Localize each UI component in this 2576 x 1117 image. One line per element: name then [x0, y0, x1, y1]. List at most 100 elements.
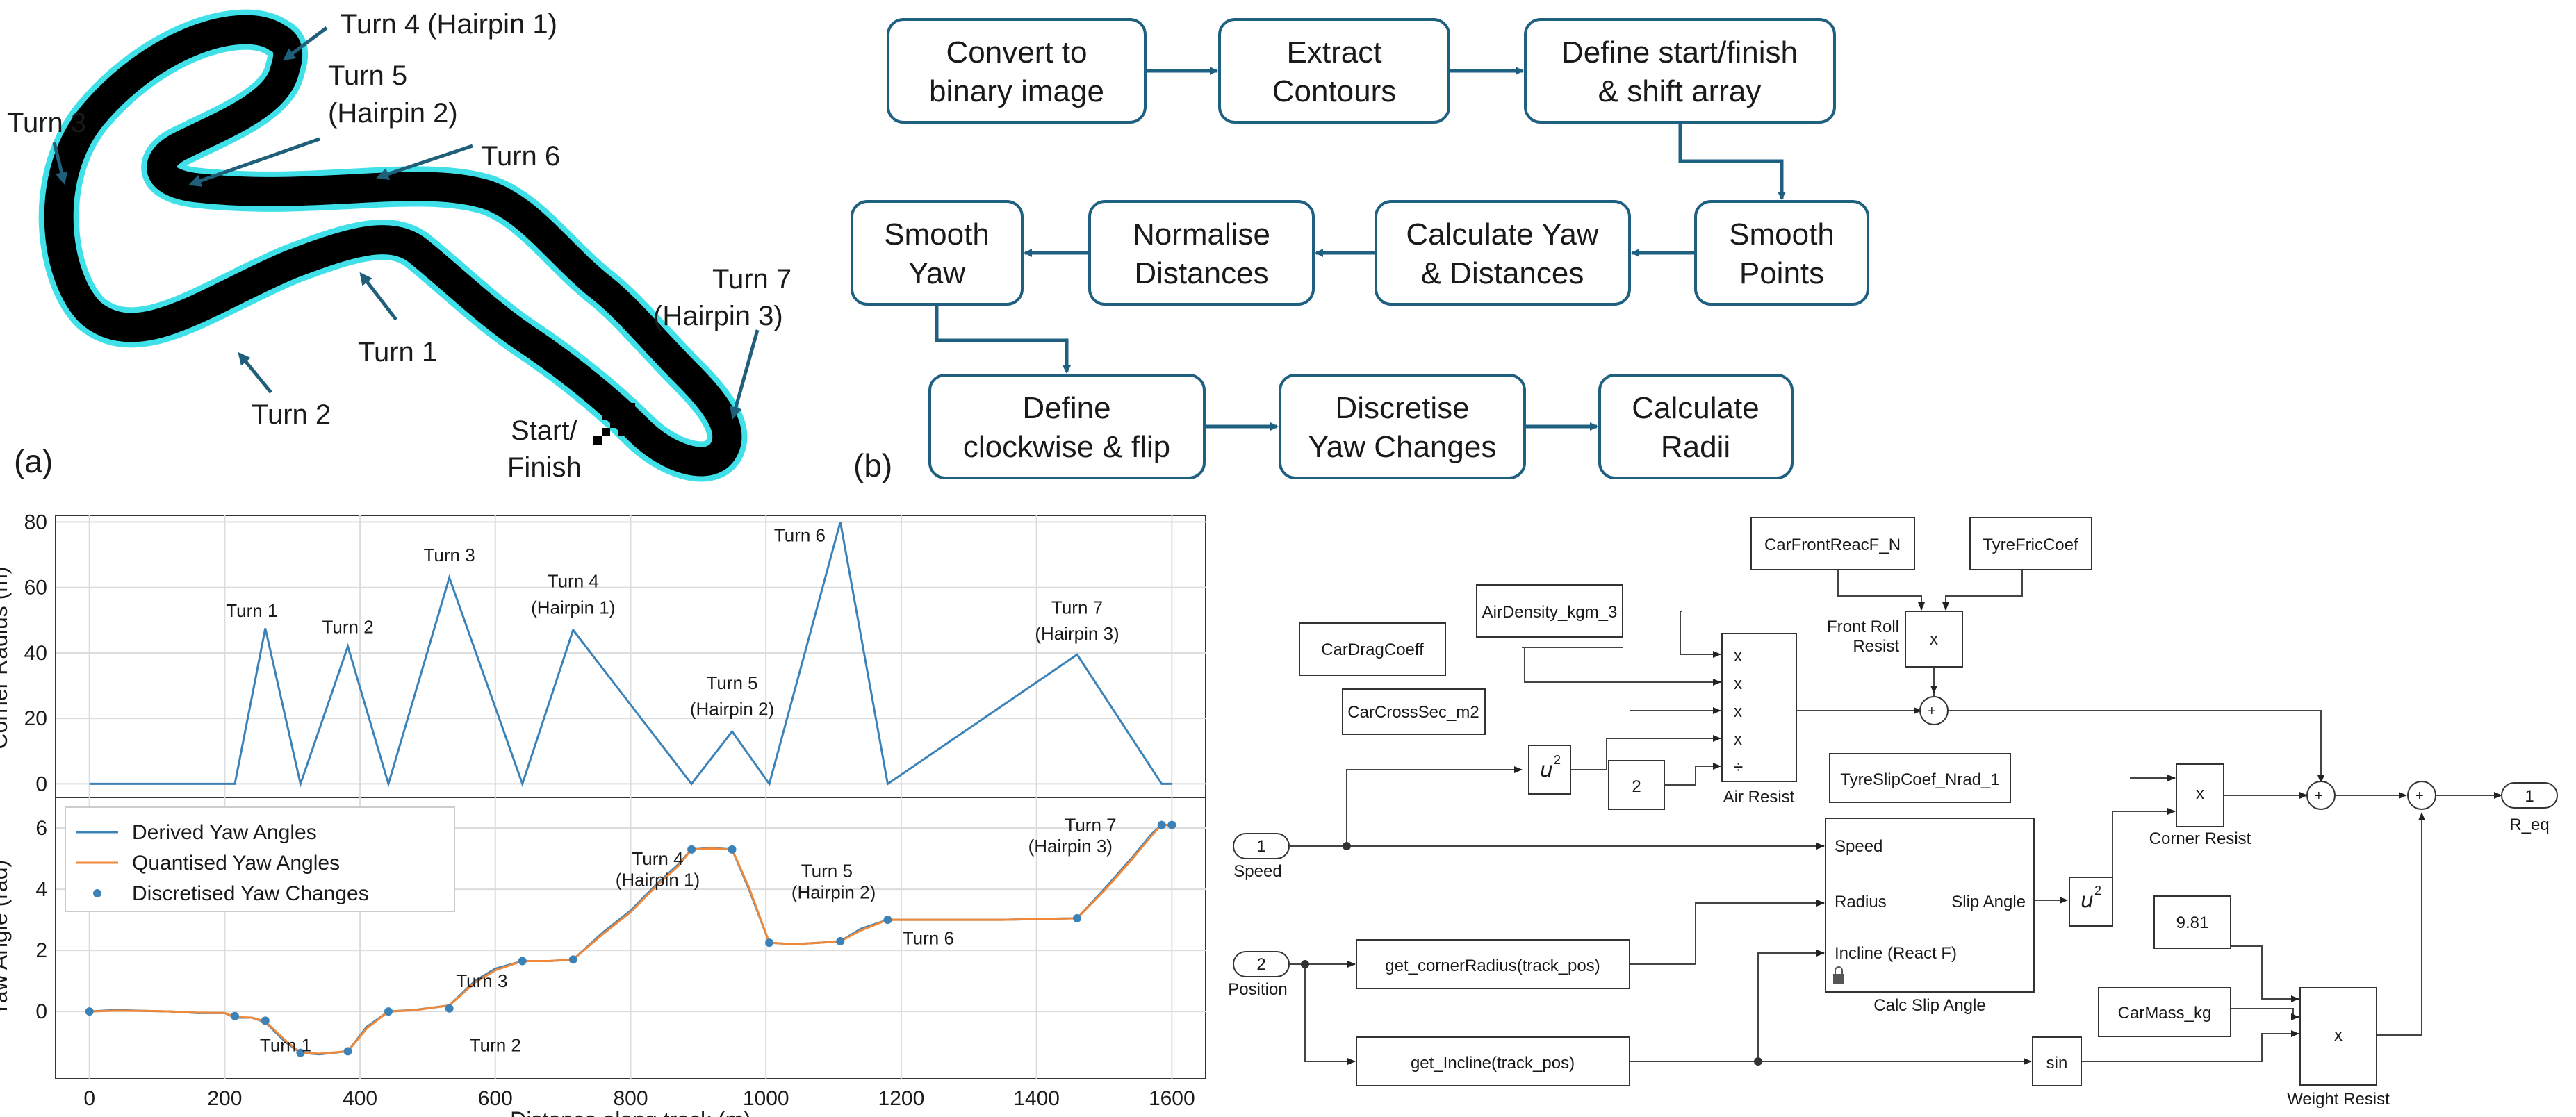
x-axis-label: Distance along track (m): [510, 1107, 751, 1117]
data-point: [384, 1007, 393, 1016]
data-point: [728, 845, 737, 854]
label-front-roll-x: x: [1930, 630, 1938, 649]
label-const-2: 2: [1632, 777, 1641, 796]
x-tick-label: 1600: [1149, 1087, 1195, 1110]
turn2-label: Turn 2: [252, 399, 331, 430]
y-tick-label: 0: [35, 1000, 47, 1023]
panel-a-label: (a): [14, 443, 53, 479]
label-u2-1: u: [1540, 758, 1553, 782]
step4-text-a: Smooth: [1729, 217, 1835, 251]
block-weight-mult: [2299, 987, 2377, 1086]
data-point: [85, 1007, 94, 1016]
step2-text-a: Extract: [1287, 35, 1382, 69]
step7-text-a: Smooth: [884, 217, 990, 251]
data-point: [836, 936, 845, 945]
step8-text-b: clockwise & flip: [963, 430, 1170, 464]
label-car-front-reac: CarFrontReacF_N: [1764, 536, 1901, 554]
block-u-squared-1: [1528, 745, 1571, 795]
block-calc-slip: [1825, 818, 2035, 993]
turn-annotation: Turn 6: [903, 927, 954, 948]
label-u2-2: u: [2081, 888, 2094, 913]
turn-annotation: Turn 7: [1051, 597, 1103, 618]
turn-annotation: Turn 3: [456, 970, 507, 991]
block-air-resist: [1721, 633, 1797, 782]
y-tick-label: 2: [35, 939, 47, 962]
y-tick-label: 80: [24, 511, 47, 533]
legend-entry: Quantised Yaw Angles: [132, 852, 340, 875]
block-corner-mult: [2176, 763, 2224, 827]
data-point: [1157, 820, 1166, 829]
turn-annotation: Turn 1: [260, 1034, 311, 1055]
track-surface: [44, 15, 742, 477]
data-point: [1073, 913, 1082, 922]
legend-entry: Discretised Yaw Changes: [132, 882, 369, 905]
step10-text-b: Radii: [1661, 430, 1730, 464]
y-tick-label: 60: [24, 577, 47, 599]
turn-annotation: (Hairpin 2): [690, 698, 774, 719]
step-calc-radii: [1598, 374, 1794, 479]
turn-annotation: (Hairpin 3): [1035, 623, 1119, 644]
track-panel: Turn 4 (Hairpin 1) Turn 5 (Hairpin 2) Tu…: [7, 9, 791, 483]
turn5-label: Turn 5: [328, 60, 407, 91]
sum-front-roll-air: [1919, 696, 1949, 725]
y-axis-label: Yaw Angle (rad): [0, 860, 12, 1016]
arrow-turn6: [376, 144, 473, 181]
step1-text-a: Convert to: [946, 35, 1088, 69]
label-corner-resist: Corner Resist: [2149, 829, 2251, 848]
turn-annotation: Turn 7: [1065, 814, 1116, 835]
block-sin: [2032, 1036, 2082, 1086]
turn-annotation: Turn 3: [424, 545, 475, 565]
step5-text-b: & Distances: [1421, 256, 1584, 290]
block-const-2: [1608, 760, 1665, 810]
label-car-drag: CarDragCoeff: [1321, 640, 1424, 659]
x-tick-label: 0: [83, 1087, 95, 1110]
block-car-drag: [1299, 622, 1446, 676]
y-tick-label: 6: [35, 817, 47, 840]
legend-entry: Derived Yaw Angles: [132, 821, 317, 844]
label-u2-1-exp: 2: [1554, 753, 1561, 767]
y-tick-label: 0: [35, 772, 47, 795]
step1-text-b: binary image: [929, 74, 1104, 108]
y-axis-label: Corner Radius (m): [0, 566, 12, 749]
finish-label: Finish: [507, 452, 582, 483]
x-tick-label: 1200: [878, 1087, 925, 1110]
y-tick-label: 4: [35, 878, 47, 901]
turn-annotation: (Hairpin 1): [616, 870, 700, 891]
data-point: [518, 957, 527, 966]
turn-annotation: (Hairpin 2): [791, 882, 876, 902]
arrow-turn2: [238, 351, 272, 394]
data-point: [296, 1048, 305, 1057]
label-position: Position: [1228, 980, 1287, 999]
label-front-roll-b: Resist: [1853, 637, 1899, 656]
turn4-label: Turn 4 (Hairpin 1): [341, 9, 557, 40]
label-get-incline: get_Incline(track_pos): [1411, 1054, 1575, 1073]
label-tyre-slip: TyreSlipCoef_Nrad_1: [1840, 770, 1999, 789]
arrow-turn5: [188, 137, 320, 187]
step4-text-b: Points: [1739, 256, 1824, 290]
label-car-mass: CarMass_kg: [2118, 1004, 2212, 1023]
step6-text-a: Normalise: [1133, 217, 1270, 251]
data-point: [1167, 820, 1176, 829]
start-finish-flag: [593, 403, 635, 445]
block-get-incline: [1356, 1036, 1630, 1086]
block-u-squared-2: [2069, 877, 2113, 927]
label-speed: Speed: [1233, 862, 1281, 881]
x-tick-label: 1400: [1013, 1087, 1060, 1110]
sum1-plus: +: [1928, 704, 1936, 719]
turn7-label: Turn 7: [712, 264, 791, 295]
label-calc-slip: Calc Slip Angle: [1873, 996, 1985, 1015]
block-tyre-slip: [1829, 753, 2011, 803]
data-point: [445, 1004, 454, 1013]
data-point: [883, 916, 892, 925]
step8-text-a: Define: [1022, 391, 1110, 425]
step3-text-a: Define start/finish: [1561, 35, 1798, 69]
turn6-label: Turn 6: [481, 141, 560, 172]
block-front-roll-mult: [1905, 611, 1963, 668]
block-car-cross: [1342, 688, 1486, 735]
step10-text-a: Calculate: [1632, 391, 1759, 425]
air-x1: x: [1734, 647, 1742, 665]
data-point: [261, 1016, 270, 1025]
label-position-num: 2: [1256, 955, 1265, 974]
port-speed: Speed: [1835, 837, 1882, 856]
